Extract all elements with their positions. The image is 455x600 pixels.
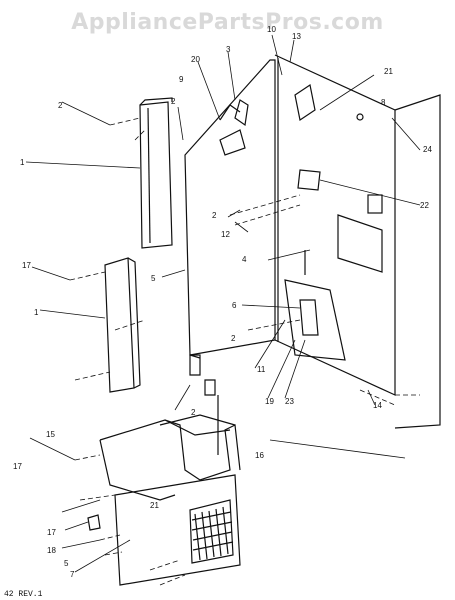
callout-14: 14 bbox=[373, 401, 382, 410]
callout-11: 11 bbox=[257, 365, 266, 374]
callout-1a: 1 bbox=[20, 158, 25, 167]
callout-2c: 2 bbox=[212, 211, 217, 220]
callout-13: 13 bbox=[292, 32, 301, 41]
callout-17b: 17 bbox=[13, 462, 22, 471]
callout-17c: 17 bbox=[47, 528, 56, 537]
revision-label: 42 REV.1 bbox=[4, 590, 43, 599]
leader-lines bbox=[25, 34, 421, 573]
callout-2b: 2 bbox=[171, 97, 176, 106]
line-art bbox=[87, 54, 441, 586]
callout-1b: 1 bbox=[34, 308, 39, 317]
callout-18: 18 bbox=[47, 546, 56, 555]
callout-5b: 5 bbox=[64, 559, 69, 568]
callout-21: 21 bbox=[384, 67, 393, 76]
callout-16: 16 bbox=[255, 451, 264, 460]
callout-23: 23 bbox=[285, 397, 294, 406]
callout-10: 10 bbox=[267, 25, 276, 34]
alignment-lines bbox=[69, 117, 420, 586]
callout-3: 3 bbox=[226, 45, 231, 54]
callout-2a: 2 bbox=[58, 101, 63, 110]
callout-20: 20 bbox=[191, 55, 200, 64]
callout-labels: 1 1 2 2 2 2 2 3 4 5 5 6 7 8 9 10 11 12 1… bbox=[13, 25, 432, 579]
callout-5a: 5 bbox=[151, 274, 156, 283]
callout-17a: 17 bbox=[22, 261, 31, 270]
callout-2e: 2 bbox=[191, 408, 196, 417]
callout-12: 12 bbox=[221, 230, 230, 239]
callout-8: 8 bbox=[381, 98, 386, 107]
callout-21b: 21 bbox=[150, 501, 159, 510]
callout-15: 15 bbox=[46, 430, 55, 439]
callout-19: 19 bbox=[265, 397, 274, 406]
callout-22: 22 bbox=[420, 201, 429, 210]
callout-4: 4 bbox=[242, 255, 247, 264]
watermark: AppliancePartsPros.com bbox=[71, 10, 384, 35]
callout-24: 24 bbox=[423, 145, 432, 154]
callout-7: 7 bbox=[70, 570, 75, 579]
callout-6: 6 bbox=[232, 301, 237, 310]
callout-2d: 2 bbox=[231, 334, 236, 343]
callout-9: 9 bbox=[179, 75, 184, 84]
